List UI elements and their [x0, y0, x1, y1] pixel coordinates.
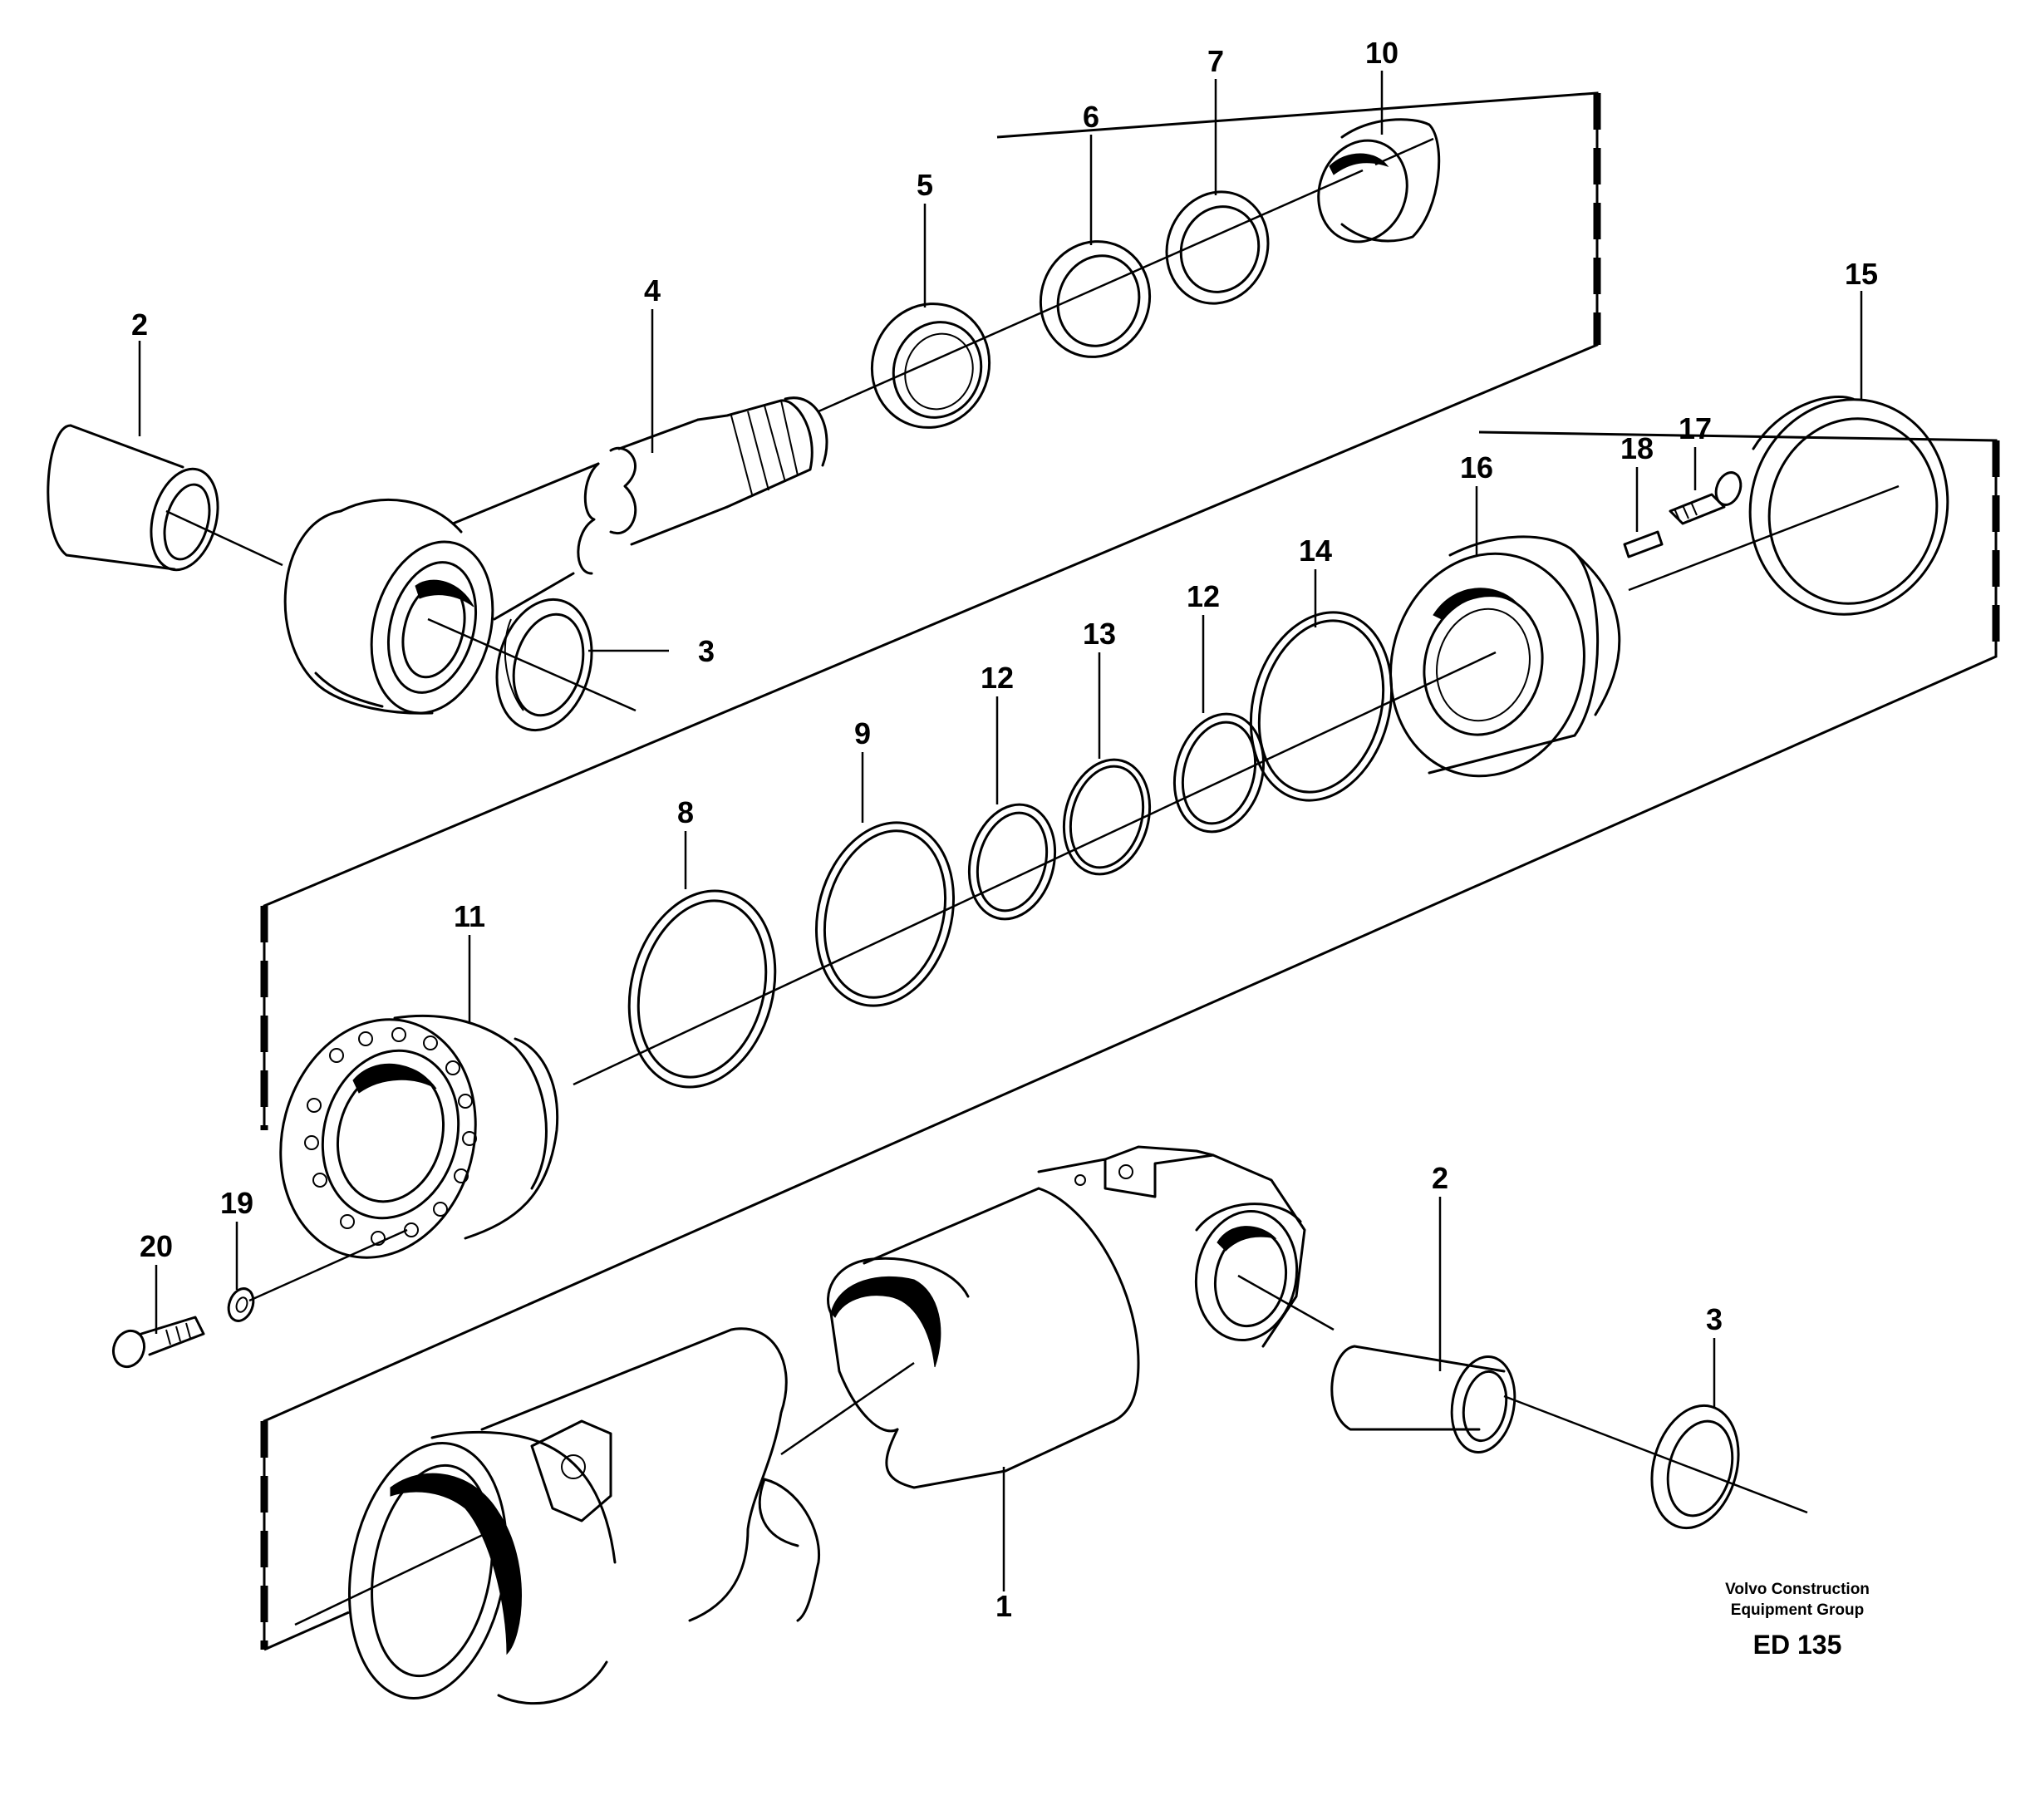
callout-11: 11: [454, 899, 485, 933]
callout-12-right: 12: [1187, 579, 1220, 613]
guide-ring-5: [870, 303, 991, 429]
callout-1: 1: [995, 1589, 1012, 1623]
pin-18: [1623, 530, 1664, 558]
screw-17: [1669, 471, 1743, 525]
seal-ring-upper: [495, 598, 593, 732]
bushing-lower: [1330, 1345, 1516, 1454]
footer-brand: Volvo Construction Equipment Group ED 13…: [1725, 1581, 1870, 1660]
callout-3-lower: 3: [1706, 1302, 1723, 1336]
bushing-10: [1317, 118, 1441, 243]
seal-ring-9: [814, 821, 956, 1007]
callout-16: 16: [1460, 450, 1493, 485]
callout-14: 14: [1299, 534, 1332, 568]
seal-ring-8: [627, 889, 777, 1089]
seal-ring-6: [1039, 240, 1152, 358]
callout-3-upper: 3: [698, 634, 715, 668]
callout-7: 7: [1207, 44, 1224, 78]
o-ring-13: [1062, 758, 1152, 876]
callout-6: 6: [1083, 100, 1099, 134]
assembly-bracket: [260, 91, 2000, 1651]
brand-line-2: Equipment Group: [1731, 1601, 1864, 1619]
callout-4: 4: [644, 273, 661, 307]
backup-ring-12-right: [1172, 712, 1266, 834]
brand-line-1: Volvo Construction: [1725, 1581, 1870, 1598]
cylinder-head-11: [279, 1014, 559, 1259]
seal-ring-lower: [1650, 1404, 1740, 1530]
bushing-upper: [47, 424, 219, 572]
seal-ring-14: [1249, 611, 1394, 802]
drawing-code: ED 135: [1753, 1630, 1842, 1660]
callout-17: 17: [1679, 411, 1712, 445]
piston-rod-eye: [283, 396, 828, 715]
callout-10: 10: [1365, 36, 1398, 70]
washer-19: [227, 1287, 255, 1322]
bolt-20: [111, 1316, 205, 1369]
cylinder-barrel-1: [347, 1145, 1306, 1705]
callout-20: 20: [140, 1229, 173, 1263]
callout-8: 8: [677, 795, 694, 829]
callout-9: 9: [854, 716, 871, 750]
callout-12-left: 12: [981, 661, 1014, 695]
callout-15: 15: [1845, 257, 1878, 291]
callout-2-lower: 2: [1432, 1161, 1448, 1195]
callout-2-upper: 2: [131, 307, 148, 342]
explosion-axes: [165, 137, 1900, 1626]
callout-18: 18: [1620, 431, 1654, 465]
callout-19: 19: [220, 1186, 253, 1220]
callout-13: 13: [1083, 617, 1116, 651]
piston-16: [1389, 535, 1621, 778]
callout-5: 5: [917, 168, 933, 202]
callout-labels: 2 4 5 6 7 10 3 15 17 18 16 14 12 13 12 9…: [131, 36, 1878, 1623]
wiper-ring-7: [1165, 190, 1270, 305]
backup-ring-12-left: [967, 803, 1057, 921]
wear-ring-15: [1748, 396, 1949, 616]
leader-lines: [138, 71, 1863, 1591]
